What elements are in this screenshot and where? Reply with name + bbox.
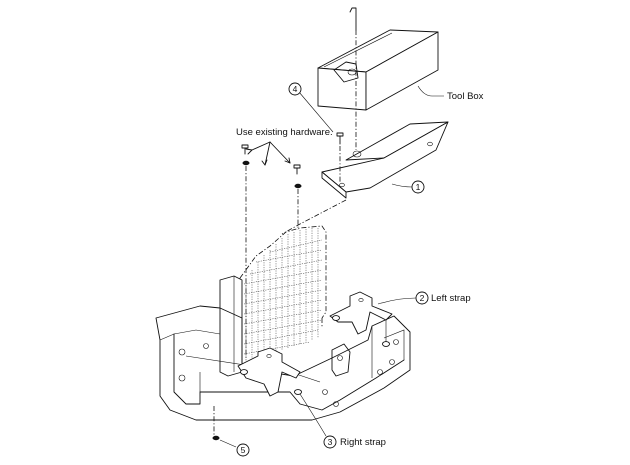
bracket-edge [321, 171, 347, 199]
left-strap-bolt-right [382, 341, 390, 347]
left-strap-body [329, 291, 393, 335]
callout-3 [323, 435, 337, 449]
frame-center-bolt [337, 355, 343, 361]
tool-box-lid-edge [323, 32, 393, 68]
tool-box-latch-recess [333, 61, 359, 83]
hardware-arrow-1 [251, 141, 271, 151]
left-strap [329, 291, 393, 347]
frame-base [155, 275, 411, 421]
frame-center-mount [331, 343, 351, 377]
align-line-bracket-grille [281, 199, 347, 235]
hardware-arrowhead-1 [245, 148, 253, 155]
frame-inner-rail [173, 333, 405, 411]
right-strap-body [237, 347, 301, 397]
callout-2 [415, 291, 429, 305]
callout-4 [288, 82, 302, 96]
right-strap [237, 347, 302, 397]
callout-1-number: 1 [416, 182, 421, 192]
use-existing-hardware-label: Use existing hardware. [236, 127, 333, 138]
hardware-arrowhead-3 [284, 157, 291, 164]
nut [212, 435, 220, 441]
frame-hole [178, 374, 186, 382]
callout-4-leader [298, 91, 334, 133]
tool-box-label: Tool Box [447, 91, 484, 102]
callout-4-number: 4 [293, 84, 298, 94]
bracket-hole-right [427, 141, 433, 147]
bracket-hole-left [339, 182, 345, 188]
radiator-grille [239, 225, 327, 368]
bracket-base [321, 121, 449, 193]
hardware-bolt-right [293, 164, 301, 175]
hardware-arrowhead-2 [261, 159, 268, 166]
left-strap-bolt-left [332, 315, 340, 321]
callout-5-leader [219, 439, 237, 448]
hardware-washer-left [242, 160, 250, 166]
right-strap-hole-top [266, 354, 272, 358]
grille-mesh [243, 228, 323, 362]
frame-hole [203, 343, 209, 349]
mounting-bracket [321, 121, 449, 199]
callout-2-leader [377, 297, 417, 305]
frame-top-rail [159, 329, 221, 341]
callout-5-number: 5 [241, 445, 246, 455]
frame-hole [389, 359, 395, 365]
left-strap-label: Left strap [431, 293, 471, 304]
right-strap-bolt-left [240, 369, 248, 375]
tool-box-side [365, 31, 439, 111]
hardware-washer-right [294, 183, 302, 189]
left-strap-hole-top [358, 298, 364, 302]
callout-2-number: 2 [420, 293, 425, 303]
callout-1 [411, 180, 425, 194]
callout-1-leader [391, 183, 413, 188]
callout-3-leader [299, 393, 327, 437]
bracket-hole-top [352, 150, 362, 158]
hardware-bolt-left [241, 144, 249, 155]
callout-5 [236, 443, 250, 457]
tool-box-latch [349, 7, 357, 31]
callout-3-number: 3 [328, 437, 333, 447]
tool-box-front [317, 67, 367, 111]
hardware-arrow-3 [269, 141, 291, 164]
frame-hole [333, 401, 339, 407]
frame-hole [393, 339, 399, 345]
frame-post [219, 275, 243, 377]
tool-box [317, 7, 439, 111]
grille-outline-top [239, 225, 327, 319]
frame-hole [377, 369, 383, 375]
right-strap-bolt-right [294, 389, 302, 395]
tool-box-leader [417, 85, 444, 97]
frame-hole [178, 348, 186, 356]
right-strap-label: Right strap [340, 437, 386, 448]
frame-outline [155, 305, 411, 421]
frame-hole [322, 389, 328, 395]
bracket-bolt [336, 132, 344, 145]
hardware-arrow-2 [264, 141, 271, 166]
frame-right-panel [383, 329, 405, 360]
